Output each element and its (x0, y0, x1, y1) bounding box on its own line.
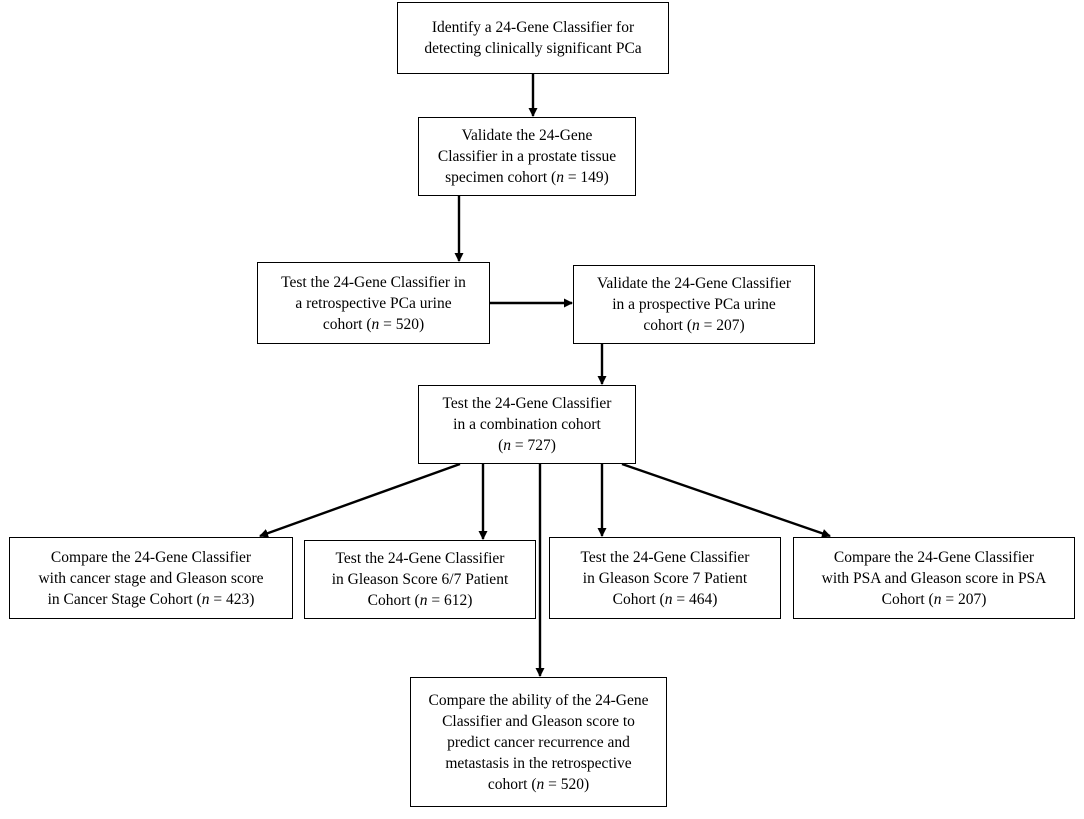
node-text-segment: Compare the ability of the 24-Gene (428, 691, 649, 709)
node-text-segment: metastasis in the retrospective (445, 754, 632, 772)
node-text-segment: = 612) (427, 592, 473, 609)
node-text-segment: in Gleason Score 6/7 Patient (331, 571, 509, 588)
node-text-segment: specimen cohort ( (445, 169, 557, 186)
node-text-line: Compare the ability of the 24-Gene (429, 690, 649, 711)
node-text-line: Cohort (n = 464) (613, 589, 718, 610)
node-text-segment: = 207) (941, 590, 987, 608)
sample-size-symbol: n (691, 317, 700, 334)
node-text-segment: with cancer stage and Gleason score (38, 569, 264, 587)
node-text-segment: = 520) (379, 315, 425, 333)
node-text-segment: in a combination cohort (453, 416, 601, 433)
node-text-line: cohort (n = 207) (643, 315, 744, 336)
node-text-segment: Cohort ( (612, 590, 665, 608)
node-text-segment: in Cancer Stage Cohort ( (47, 590, 202, 608)
node-text-segment: Test the 24-Gene Classifier in (281, 273, 466, 291)
arrow-test-combo-to-compare-stage (259, 462, 461, 538)
node-text-segment: Classifier in a prostate tissue (437, 148, 617, 165)
node-text-line: Compare the 24-Gene Classifier (834, 547, 1034, 568)
node-text-line: Test the 24-Gene Classifier (336, 548, 505, 569)
node-text-segment: cohort ( (487, 775, 537, 793)
node-text-segment: detecting clinically significant PCa (424, 40, 642, 57)
sample-size-symbol: n (201, 590, 210, 608)
node-text-segment: Cohort ( (367, 592, 420, 609)
node-text-segment: Identify a 24-Gene Classifier for (431, 19, 635, 36)
sample-size-symbol: n (556, 169, 564, 186)
node-text-line: Cohort (n = 207) (882, 589, 987, 610)
node-text-line: specimen cohort (n = 149) (445, 167, 609, 188)
node-text-line: Test the 24-Gene Classifier in (281, 272, 466, 293)
node-text-line: in Cancer Stage Cohort (n = 423) (48, 589, 255, 610)
node-test-gleason-6-7: Test the 24-Gene Classifier in Gleason Sc… (304, 540, 536, 619)
node-text-segment: Validate the 24-Gene (461, 127, 593, 144)
sample-size-symbol: n (419, 592, 428, 609)
node-test-retrospective-cohort: Test the 24-Gene Classifier in a retrospe… (257, 262, 490, 344)
node-text-segment: = 464) (672, 590, 718, 608)
node-text-line: Identify a 24-Gene Classifier for (432, 17, 634, 38)
node-text-line: in a combination cohort (453, 414, 601, 435)
node-text-line: cohort (n = 520) (488, 774, 589, 795)
node-text-line: Validate the 24-Gene Classifier (597, 273, 791, 294)
node-text-line: predict cancer recurrence and (447, 732, 630, 753)
node-text-line: metastasis in the retrospective (445, 753, 631, 774)
node-test-combination-cohort: Test the 24-Gene Classifier in a combinat… (418, 385, 636, 464)
node-text-line: Test the 24-Gene Classifier (443, 393, 612, 414)
node-text-line: with cancer stage and Gleason score (38, 568, 263, 589)
node-text-line: Classifier in a prostate tissue (438, 146, 616, 167)
sample-size-symbol: n (664, 590, 673, 608)
sample-size-symbol: n (371, 315, 380, 333)
node-text-line: cohort (n = 520) (323, 314, 424, 335)
node-compare-psa: Compare the 24-Gene Classifier with PSA a… (793, 537, 1075, 619)
node-text-line: Compare the 24-Gene Classifier (51, 547, 251, 568)
node-text-segment: = 423) (209, 590, 255, 608)
node-text-segment: Test the 24-Gene Classifier (335, 550, 505, 567)
node-text-line: (n = 727) (498, 435, 556, 456)
node-text-segment: Cohort ( (881, 590, 934, 608)
node-identify-classifier: Identify a 24-Gene Classifier for detecti… (397, 2, 669, 74)
node-text-segment: Compare the 24-Gene Classifier (50, 548, 252, 566)
node-test-gleason-7: Test the 24-Gene Classifier in Gleason Sc… (549, 537, 781, 619)
sample-size-symbol: n (933, 590, 942, 608)
node-text-segment: in Gleason Score 7 Patient (582, 569, 748, 587)
node-text-segment: = 520) (544, 775, 590, 793)
node-text-segment: cohort ( (643, 317, 692, 334)
node-text-segment: with PSA and Gleason score in PSA (821, 569, 1047, 587)
sample-size-symbol: n (536, 775, 545, 793)
node-text-segment: = 207) (699, 317, 745, 334)
node-compare-cancer-stage: Compare the 24-Gene Classifier with cance… (9, 537, 293, 619)
arrow-test-combo-to-compare-psa (621, 462, 831, 538)
node-text-segment: a retrospective PCa urine (295, 294, 452, 312)
node-text-segment: ( (498, 437, 504, 454)
node-text-line: detecting clinically significant PCa (424, 38, 641, 59)
node-text-segment: = 149) (563, 169, 609, 186)
node-text-segment: cohort ( (322, 315, 372, 333)
node-text-segment: = 727) (511, 437, 556, 454)
node-text-segment: Test the 24-Gene Classifier (442, 395, 612, 412)
node-text-line: Classifier and Gleason score to (442, 711, 635, 732)
node-text-line: in Gleason Score 7 Patient (583, 568, 747, 589)
node-text-line: a retrospective PCa urine (295, 293, 451, 314)
node-text-line: Test the 24-Gene Classifier (581, 547, 750, 568)
node-text-line: in Gleason Score 6/7 Patient (332, 569, 509, 590)
node-text-line: in a prospective PCa urine (612, 294, 776, 315)
node-validate-prospective-cohort: Validate the 24-Gene Classifier in a pros… (573, 265, 815, 344)
node-text-segment: Compare the 24-Gene Classifier (833, 548, 1035, 566)
node-text-line: with PSA and Gleason score in PSA (822, 568, 1047, 589)
node-text-segment: Classifier and Gleason score to (442, 712, 635, 730)
node-text-segment: predict cancer recurrence and (447, 733, 630, 751)
node-text-line: Cohort (n = 612) (368, 590, 473, 611)
node-text-segment: in a prospective PCa urine (612, 296, 776, 313)
sample-size-symbol: n (503, 437, 511, 454)
node-text-segment: Validate the 24-Gene Classifier (596, 275, 792, 292)
node-text-segment: Test the 24-Gene Classifier (580, 548, 750, 566)
node-text-line: Validate the 24-Gene (462, 125, 593, 146)
